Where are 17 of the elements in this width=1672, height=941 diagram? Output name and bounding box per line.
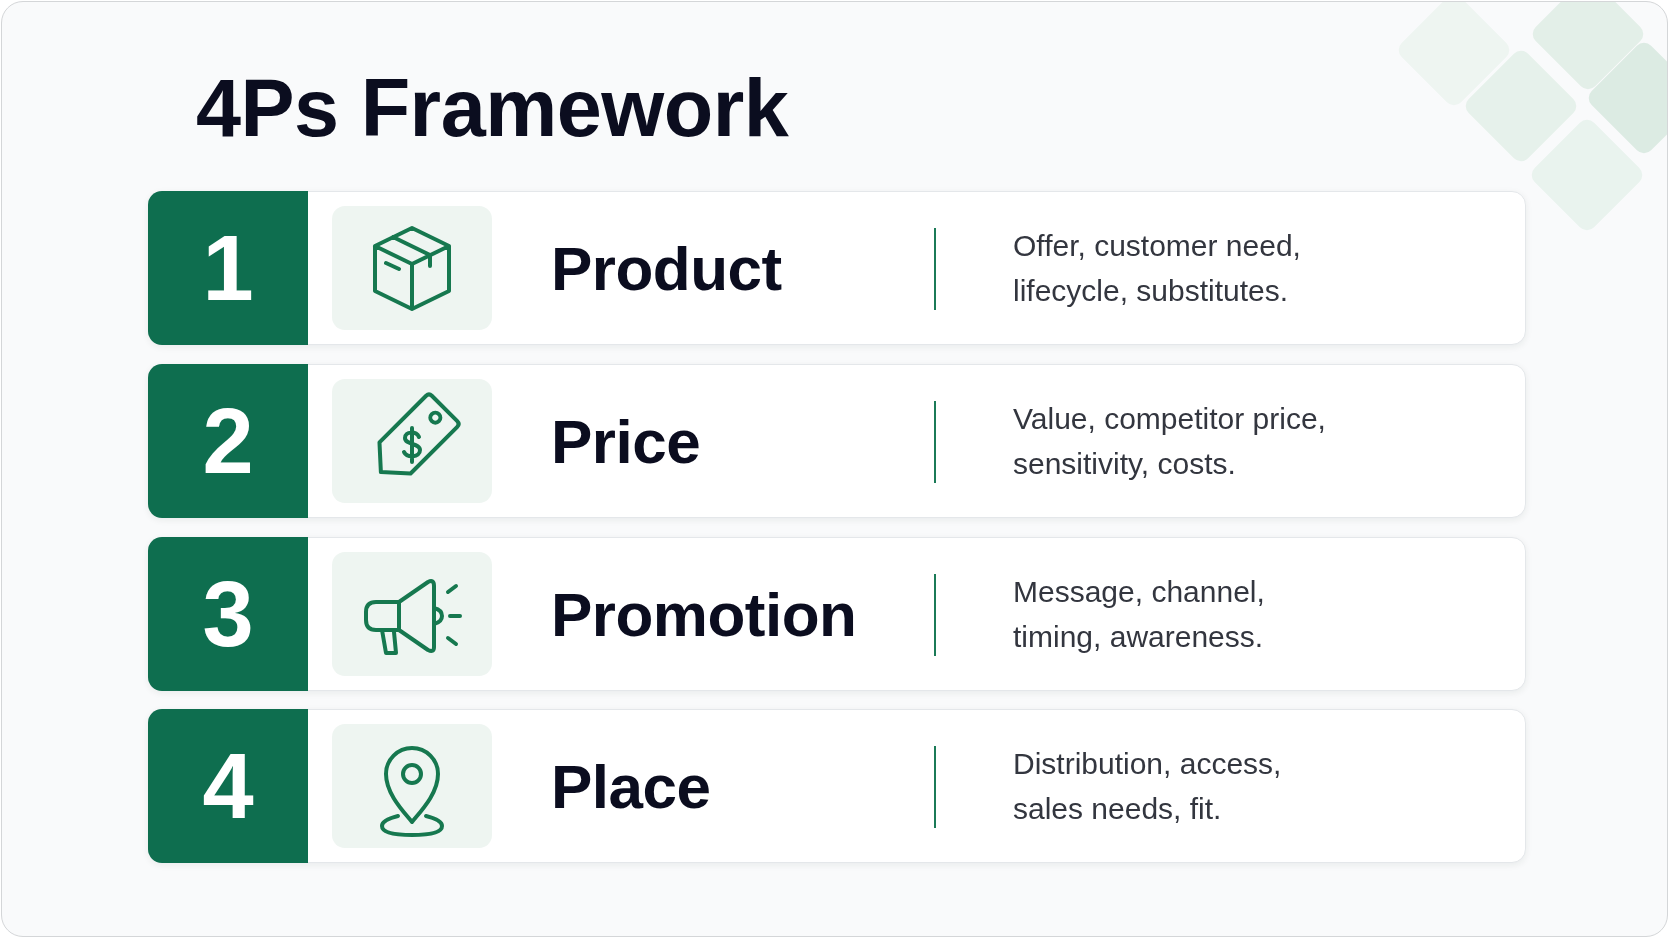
number-tile: 4 — [148, 709, 308, 863]
row-description: Distribution, access, sales needs, fit. — [1013, 746, 1283, 827]
row-heading: Place — [551, 754, 711, 820]
row-description: Value, competitor price, sensitivity, costs. — [1013, 401, 1327, 482]
list-card — [148, 364, 1526, 518]
number-tile: 1 — [148, 191, 308, 345]
row-heading: Price — [551, 409, 701, 475]
diagram-title: 4Ps Framework — [196, 68, 789, 149]
number-tile: 3 — [148, 537, 308, 691]
list-card — [148, 191, 1526, 345]
list-card — [148, 537, 1526, 691]
row-heading: Product — [551, 236, 782, 302]
list-card — [148, 709, 1526, 863]
row-heading: Promotion — [551, 582, 857, 648]
row-description: Message, channel, timing, awareness. — [1013, 574, 1266, 655]
row-description: Offer, customer need, lifecycle, substitutes. — [1013, 228, 1302, 309]
number-tile: 2 — [148, 364, 308, 518]
